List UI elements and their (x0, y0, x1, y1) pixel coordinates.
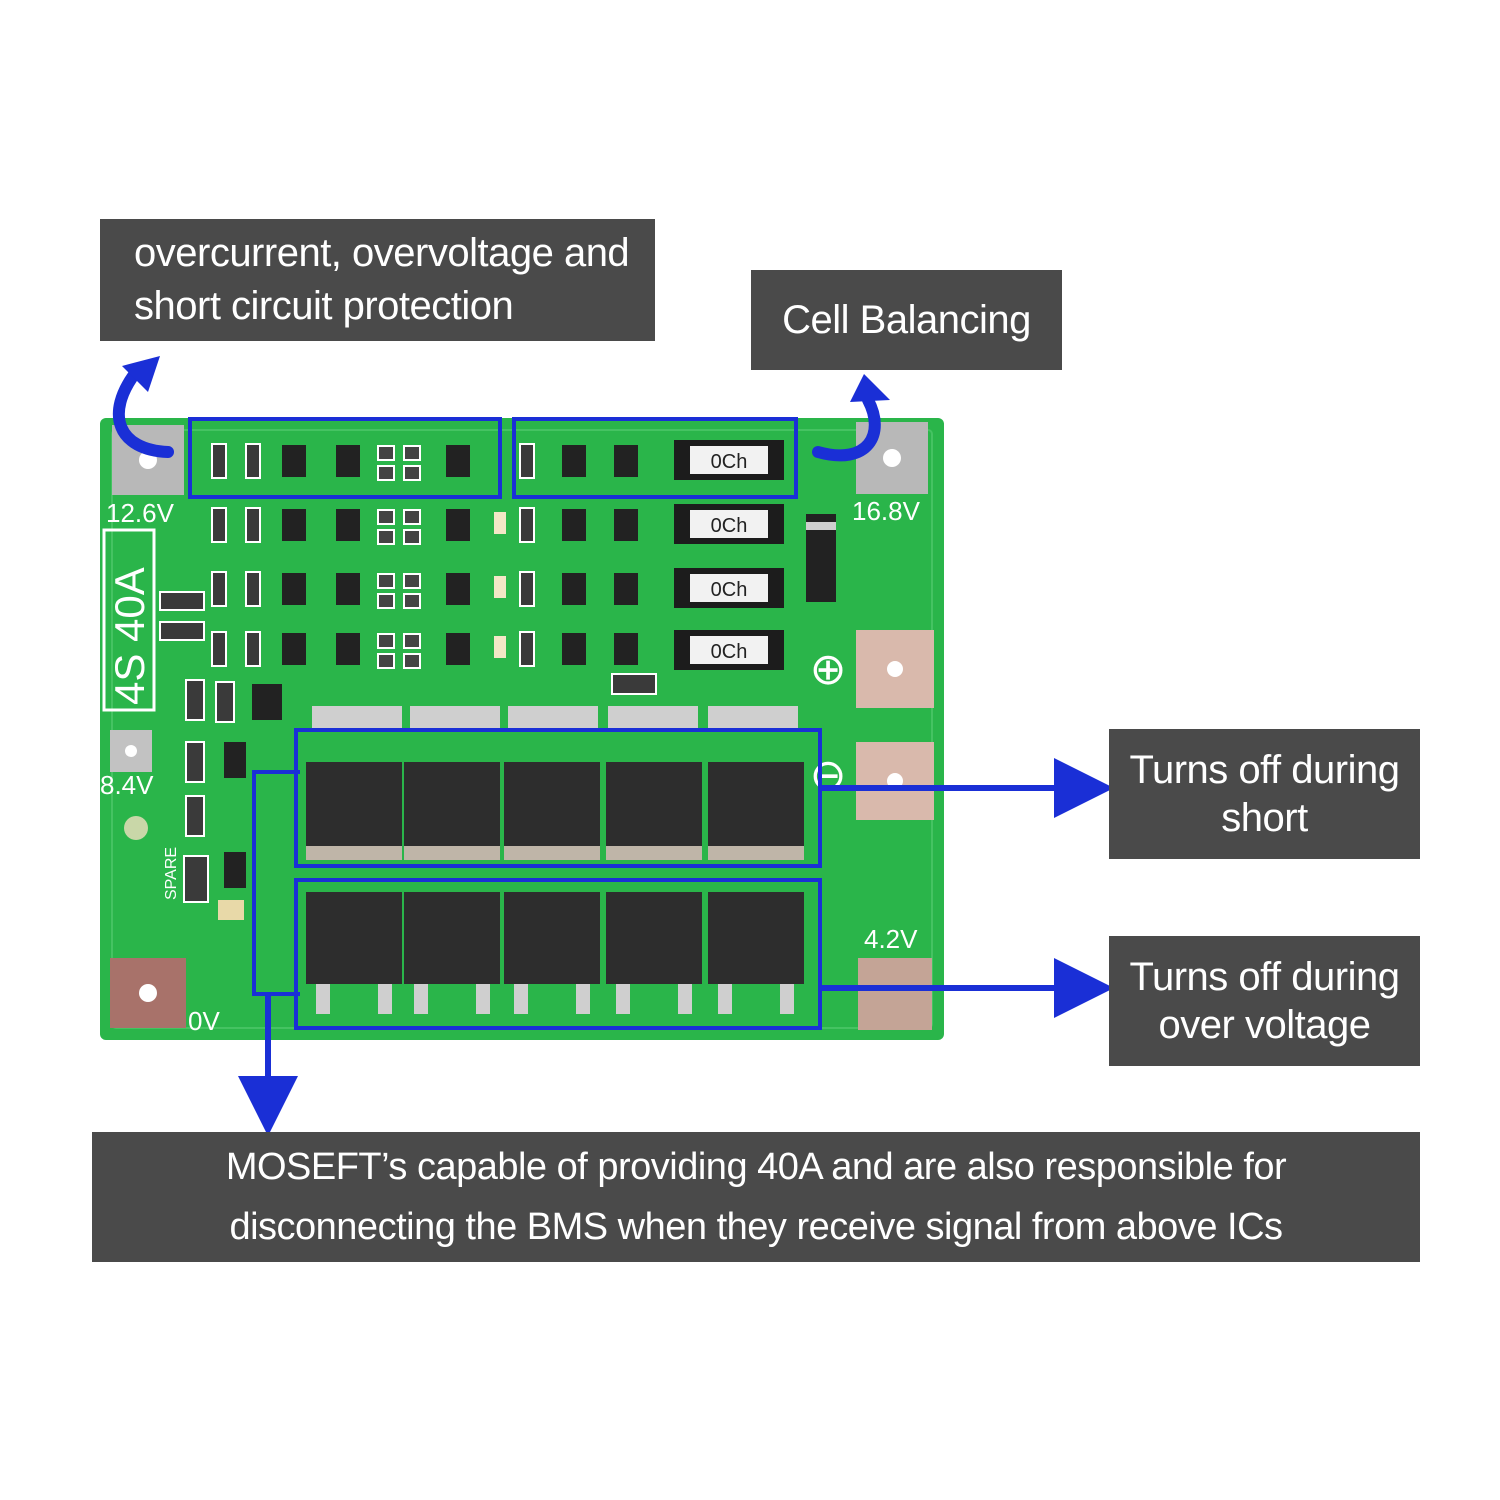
component-row-2: 0Ch (211, 504, 784, 545)
callout-short-line2: short (1221, 796, 1308, 840)
component-row-1: 0Ch (211, 440, 784, 481)
label-8v4: 8.4V (100, 770, 154, 800)
highlight-mosfet-bottom (294, 878, 822, 1030)
model-label: 4S 40A (102, 528, 156, 712)
pad-8v4 (110, 730, 152, 772)
pad-0v (110, 958, 186, 1028)
label-0v: 0V (188, 1006, 220, 1036)
curved-arrow-balancing (812, 394, 881, 462)
resistor-marking: 0Ch (711, 451, 748, 473)
model-text: 4S 40A (106, 567, 153, 705)
highlight-boxes (188, 417, 822, 1030)
pad-4v2 (858, 958, 932, 1030)
component-rows: 0Ch 0Ch (211, 440, 784, 670)
component-row-3: 0Ch (211, 568, 784, 609)
callout-protection: overcurrent, overvoltage and short circu… (100, 219, 655, 341)
highlight-balancing (512, 417, 798, 499)
label-12v6: 12.6V (106, 498, 175, 528)
callout-balancing-text: Cell Balancing (782, 297, 1031, 342)
label-16v8: 16.8V (852, 496, 921, 526)
mosfet-row-top (306, 706, 804, 860)
highlight-mosfet-bracket (252, 770, 300, 996)
curved-arrow-protection (112, 366, 174, 458)
minus-symbol: ⊖ (810, 751, 847, 800)
resistor-marking: 0Ch (711, 579, 748, 601)
resistor-marking: 0Ch (711, 641, 748, 663)
callout-overvoltage-line2: over voltage (1158, 1003, 1371, 1047)
callout-overvoltage-line1: Turns off during (1129, 955, 1400, 999)
pad-plus (856, 630, 934, 708)
label-spare: SPARE (163, 847, 180, 900)
label-4v2: 4.2V (864, 924, 918, 954)
callout-protection-line2: short circuit protection (134, 284, 514, 328)
callout-mosfet: MOSEFT’s capable of providing 40A and ar… (92, 1132, 1420, 1262)
callout-short-line1: Turns off during (1129, 748, 1400, 792)
callout-short: Turns off during short (1109, 729, 1420, 859)
callout-mosfet-line2: disconnecting the BMS when they receive … (229, 1206, 1283, 1248)
highlight-mosfet-top (294, 728, 822, 868)
resistor-marking: 0Ch (711, 515, 748, 537)
callout-mosfet-line1: MOSEFT’s capable of providing 40A and ar… (225, 1146, 1287, 1188)
pad-minus (856, 742, 934, 820)
callout-cell-balancing: Cell Balancing (751, 270, 1062, 370)
pad-16v8 (856, 422, 928, 494)
highlight-protection-ics (188, 417, 502, 499)
component-row-4: 0Ch (211, 630, 784, 670)
plus-symbol: ⊕ (810, 645, 847, 694)
callout-protection-line1: overcurrent, overvoltage and (134, 231, 630, 275)
mosfet-row-bottom (306, 892, 804, 1014)
callout-over-voltage: Turns off during over voltage (1109, 936, 1420, 1066)
